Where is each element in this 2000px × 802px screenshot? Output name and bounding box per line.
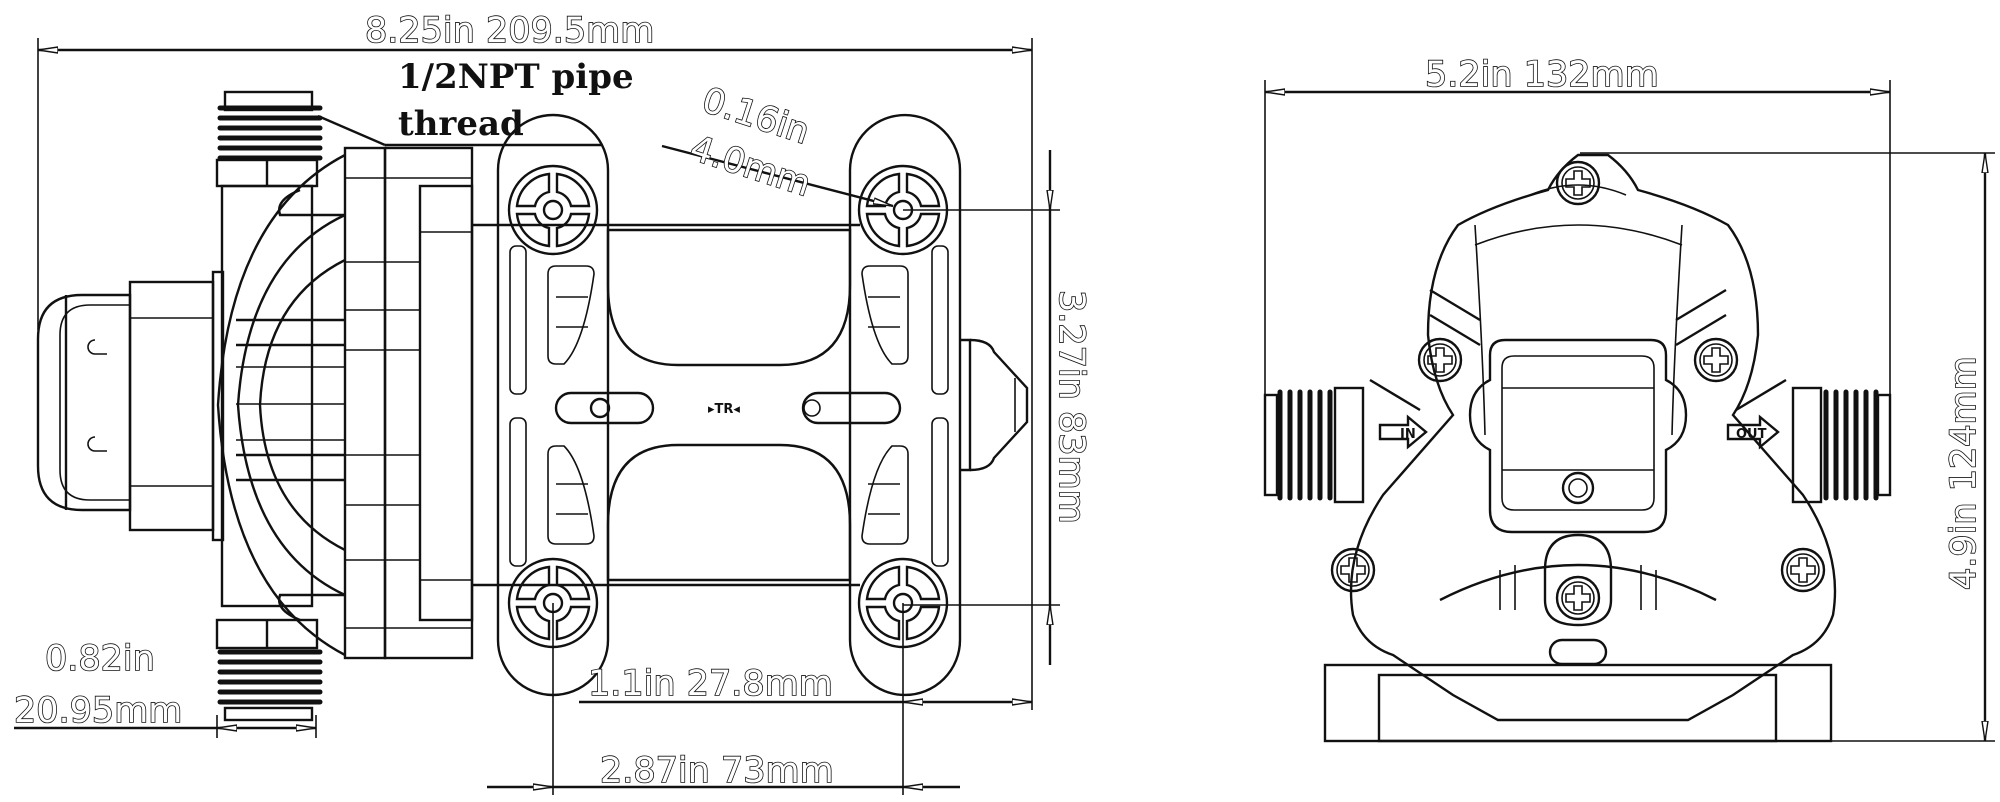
- port-width-dimension: 0.82in 20.95mm: [13, 638, 317, 738]
- motor-end-cap: [36, 270, 225, 542]
- overall-width-label: 5.2in 132mm: [1425, 55, 1659, 95]
- front-view: 5.2in 132mm 4.9in 124mm: [1263, 54, 1995, 743]
- front-base: [1323, 663, 1833, 743]
- outlet-port: OUT: [1726, 386, 1892, 504]
- pump-front-body: [1349, 153, 1837, 722]
- hole-to-end-dimension: 1.1in 27.8mm: [579, 330, 1033, 795]
- screw-right: [1693, 337, 1739, 383]
- overall-height-label: 4.9in 124mm: [1944, 356, 1984, 590]
- center-cap: [1468, 338, 1688, 534]
- outlet-label: OUT: [1736, 427, 1767, 442]
- hole-spacing-label: 2.87in 73mm: [600, 751, 834, 791]
- overall-length-label: 8.25in 209.5mm: [365, 11, 654, 51]
- screw-bottom-right: [1780, 547, 1826, 593]
- mounting-plate: ▸TR◂: [472, 113, 962, 697]
- hole-to-end-label: 1.1in 27.8mm: [588, 664, 833, 704]
- plate-mark: ▸TR◂: [708, 402, 740, 417]
- thread-note: 1/2NPT pipe thread: [317, 57, 634, 147]
- pressure-switch: [960, 338, 1029, 472]
- thread-note-line2: thread: [398, 104, 524, 144]
- pump-head: [343, 146, 474, 660]
- motor-housing: [216, 153, 346, 657]
- overall-length-dimension: 8.25in 209.5mm: [37, 10, 1033, 330]
- port-width-label-in: 0.82in: [45, 639, 155, 679]
- side-view: 8.25in 209.5mm 1/2NPT pipe thread: [13, 10, 1092, 795]
- port-width-label-mm: 20.95mm: [14, 691, 182, 731]
- overall-width-dimension: 5.2in 132mm: [1264, 54, 1891, 395]
- inlet-label: IN: [1400, 427, 1416, 442]
- bottom-inlet-port: [215, 618, 323, 722]
- screw-left: [1417, 337, 1463, 383]
- screw-top: [1555, 160, 1601, 206]
- thread-note-line1: 1/2NPT pipe: [398, 57, 634, 97]
- inlet-port: IN: [1263, 386, 1428, 504]
- mount-height-dimension: 3.27in 83mm: [903, 150, 1092, 665]
- hole-diameter-callout: 0.16in 4.0mm: [661, 80, 894, 208]
- screw-bottom-center: [1555, 575, 1601, 621]
- mount-hole-top-left: [507, 164, 599, 256]
- hole-spacing-dimension: 2.87in 73mm: [487, 603, 960, 795]
- top-outlet-port: [215, 90, 323, 608]
- mount-height-label: 3.27in 83mm: [1051, 290, 1091, 524]
- overall-height-dimension: 4.9in 124mm: [1580, 152, 1995, 742]
